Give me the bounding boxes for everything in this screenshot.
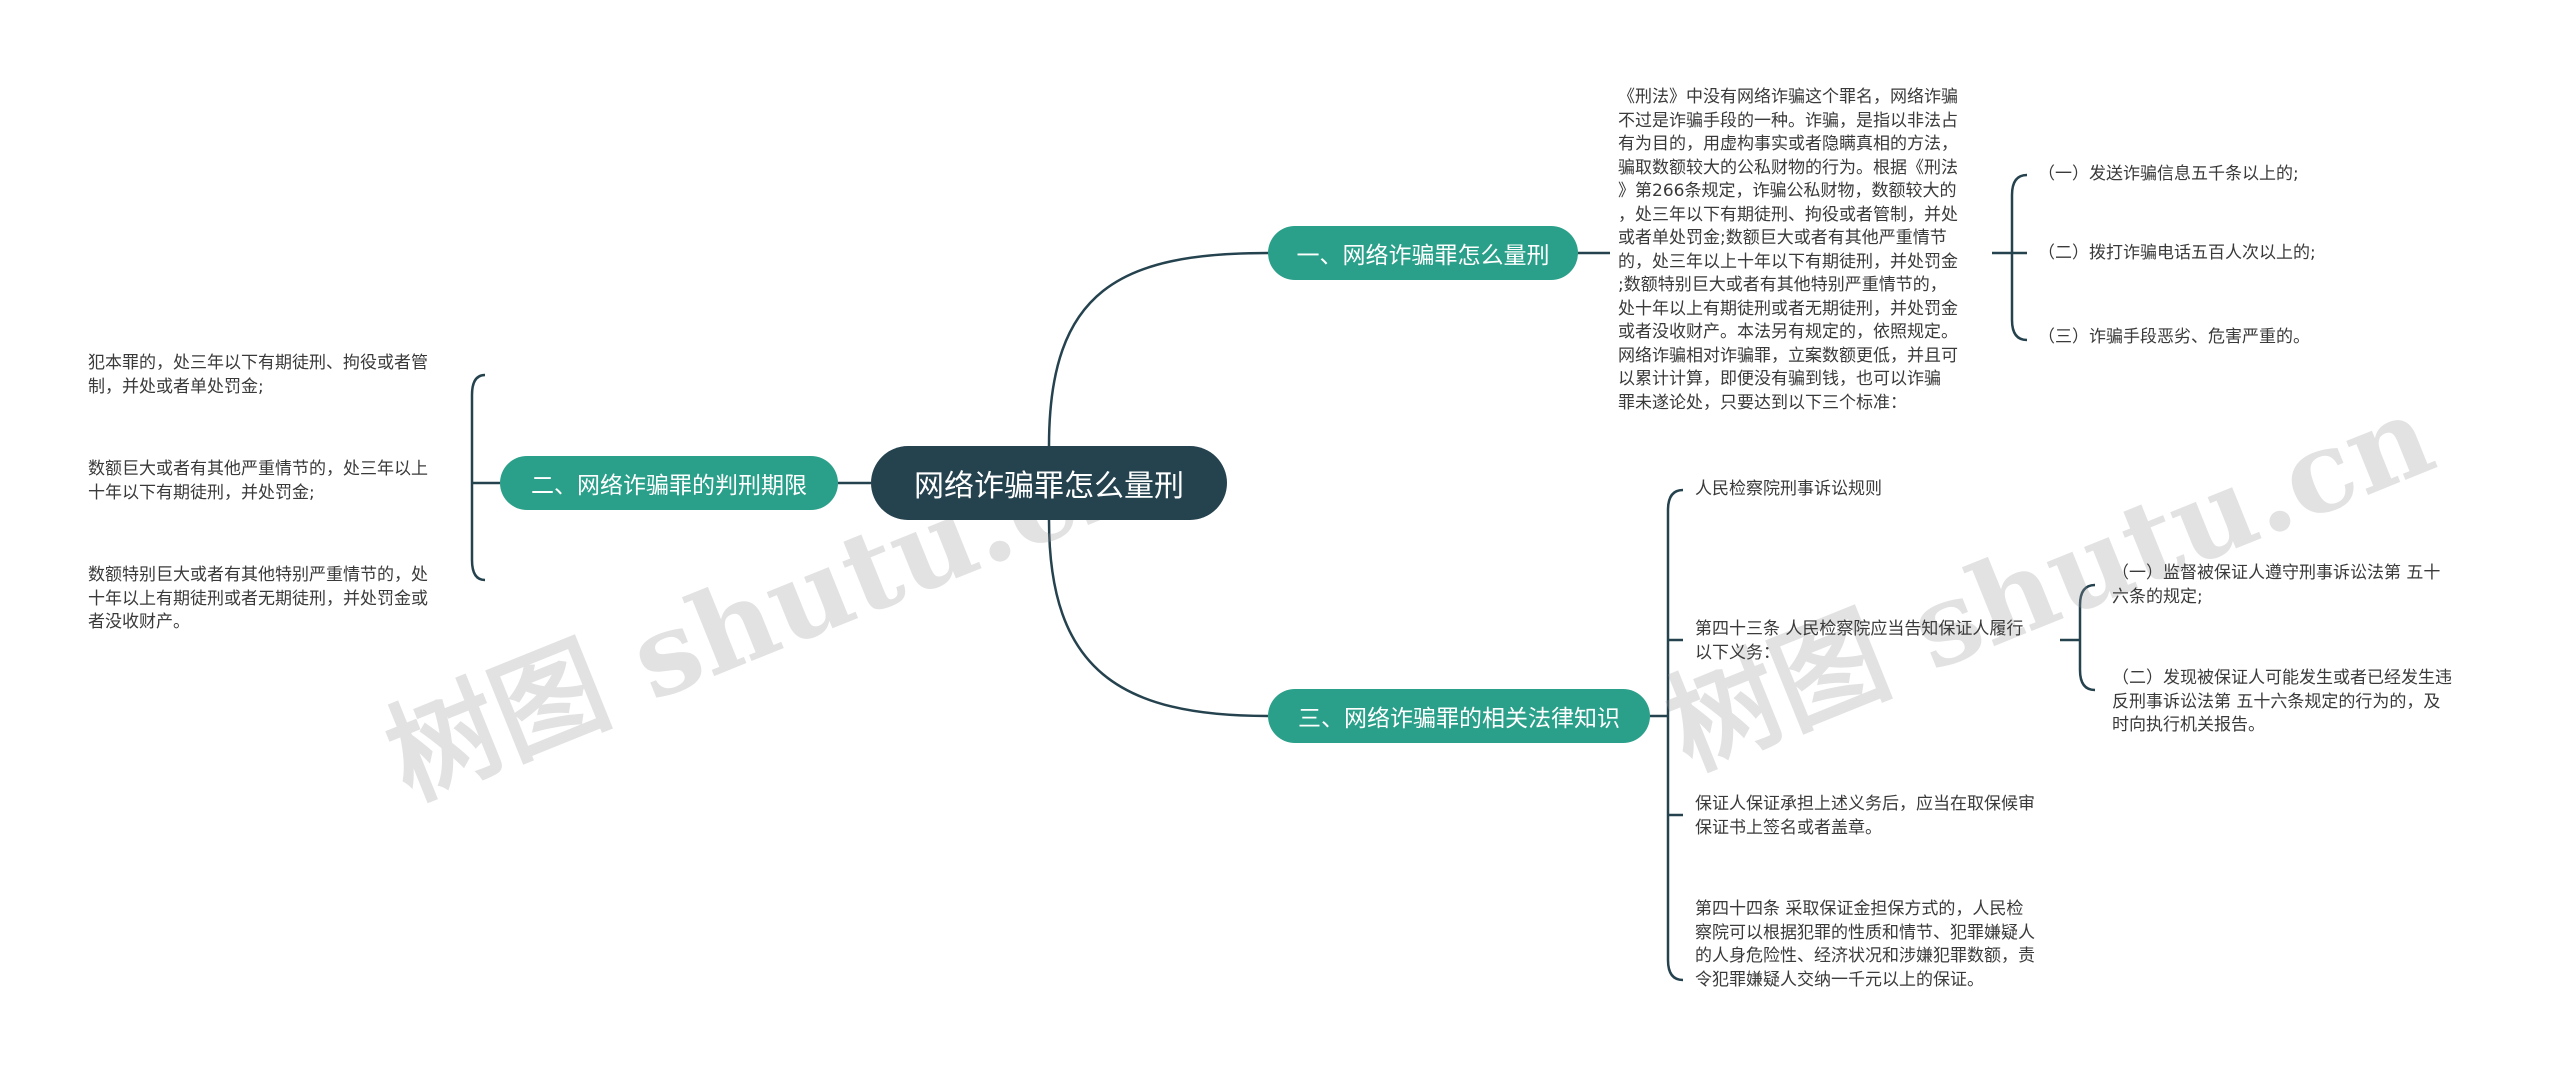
text-line: 者没收财产。 [88,612,190,632]
text-line: ，处三年以下有期徒刑、拘役或者管制，并处 [1618,204,1958,225]
b2-item-3[interactable]: 数额特别巨大或者有其他特别严重情节的，处 十年以上有期徒刑或者无期徒刑，并处罚金… [88,564,428,635]
b1-item-1[interactable]: （一）发送诈骗信息五千条以上的; [2038,164,2299,184]
root-label: 网络诈骗罪怎么量刑 [914,469,1184,504]
text-line: 以累计计算，即便没有骗到钱，也可以诈骗 [1618,369,1941,389]
text-line: 的人身危险性、经济状况和涉嫌犯罪数额，责 [1695,946,2035,966]
text-line: 第四十三条 人民检察院应当告知保证人履行 [1695,619,2024,639]
link-b3-items [1650,488,1684,982]
text-line: ;数额特别巨大或者有其他特别严重情节的， [1618,275,1947,295]
text-line: （二）发现被保证人可能发生或者已经发生违 [2112,668,2452,688]
text-line: 以下义务： [1695,642,1780,663]
text-line: 令犯罪嫌疑人交纳一千元以上的保证。 [1695,969,1984,990]
text-line: 网络诈骗相对诈骗罪，立案数额更低，并且可 [1618,345,1958,366]
text-line: 数额巨大或者有其他严重情节的，处三年以上 [88,459,428,479]
link-b1-items [1992,173,2028,342]
text-line: 不过是诈骗手段的一种。诈骗，是指以非法占 [1618,110,1958,131]
branch-3-node[interactable]: 三、网络诈骗罪的相关法律知识 [1268,689,1650,743]
text-line: 察院可以根据犯罪的性质和情节、犯罪嫌疑人 [1695,922,2035,943]
b3-item-4[interactable]: 第四十四条 采取保证金担保方式的，人民检 察院可以根据犯罪的性质和情节、犯罪嫌疑… [1695,898,2035,992]
text-line: 制，并处或者单处罚金; [88,376,264,397]
text-line: 时向执行机关报告。 [2112,715,2265,735]
b1-item-2[interactable]: （二）拨打诈骗电话五百人次以上的; [2038,243,2316,263]
text-line: 反刑事诉讼法第 五十六条规定的行为的，及 [2112,691,2441,712]
text-line: 处十年以上有期徒刑或者无期徒刑，并处罚金 [1618,298,1958,319]
b3-sub-item-2[interactable]: （二）发现被保证人可能发生或者已经发生违 反刑事诉讼法第 五十六条规定的行为的，… [2112,667,2452,738]
text-line: 六条的规定; [2112,586,2203,607]
link-root-b1 [1047,251,1269,447]
text-line: 犯本罪的，处三年以下有期徒刑、拘役或者管 [88,353,428,373]
text-line: 保证人保证承担上述义务后，应当在取保候审 [1695,794,2035,814]
b2-item-1[interactable]: 犯本罪的，处三年以下有期徒刑、拘役或者管 制，并处或者单处罚金; [88,352,428,399]
link-root-b3 [1047,519,1269,718]
text-line: 或者单处罚金;数额巨大或者有其他严重情节 [1618,228,1947,248]
branch-3-label: 三、网络诈骗罪的相关法律知识 [1298,706,1620,732]
branch-2-node[interactable]: 二、网络诈骗罪的判刑期限 [500,456,838,510]
link-b2-items [470,373,500,582]
b3-sub-item-1[interactable]: （一）监督被保证人遵守刑事诉讼法第 五十 六条的规定; [2112,562,2440,609]
root-node[interactable]: 网络诈骗罪怎么量刑 [871,446,1227,520]
branch-1-text: 《刑法》中没有网络诈骗这个罪名，网络诈骗 不过是诈骗手段的一种。诈骗，是指以非法… [1618,86,1998,415]
text-line: 《刑法》中没有网络诈骗这个罪名，网络诈骗 [1618,87,1958,107]
text-line: 骗取数额较大的公私财物的行为。根据《刑法 [1618,157,1958,178]
branch-2-label: 二、网络诈骗罪的判刑期限 [531,473,807,499]
text-line: （一）监督被保证人遵守刑事诉讼法第 五十 [2112,563,2441,583]
text-line: 数额特别巨大或者有其他特别严重情节的，处 [88,565,428,585]
text-line: 》第266条规定，诈骗公私财物，数额较大的 [1618,181,1957,201]
b3-item-1[interactable]: 人民检察院刑事诉讼规则 [1695,478,1882,502]
text-line: 有为目的，用虚构事实或者隐瞒真相的方法， [1618,134,1958,154]
text-line: 罪未遂论处，只要达到以下三个标准： [1618,392,1907,413]
text-line: 或者没收财产。本法另有规定的，依照规定。 [1618,322,1958,342]
b1-item-3[interactable]: （三）诈骗手段恶劣、危害严重的。 [2038,327,2310,347]
text-line: 第四十四条 采取保证金担保方式的，人民检 [1695,899,2024,919]
text-line: 的，处三年以上十年以下有期徒刑，并处罚金 [1618,251,1958,272]
link-b3-sub-items [2060,583,2096,692]
text-line: 人民检察院刑事诉讼规则 [1695,479,1882,499]
b2-item-2[interactable]: 数额巨大或者有其他严重情节的，处三年以上 十年以下有期徒刑，并处罚金; [88,458,428,505]
branch-1-node[interactable]: 一、网络诈骗罪怎么量刑 [1268,226,1578,280]
branch-1-label: 一、网络诈骗罪怎么量刑 [1296,243,1550,269]
b3-item-2[interactable]: 第四十三条 人民检察院应当告知保证人履行 以下义务： [1695,618,2023,665]
b3-item-3[interactable]: 保证人保证承担上述义务后，应当在取保候审 保证书上签名或者盖章。 [1695,793,2035,840]
text-line: 十年以下有期徒刑，并处罚金; [88,482,315,503]
text-line: 十年以上有期徒刑或者无期徒刑，并处罚金或 [88,588,428,609]
text-line: 保证书上签名或者盖章。 [1695,817,1882,838]
